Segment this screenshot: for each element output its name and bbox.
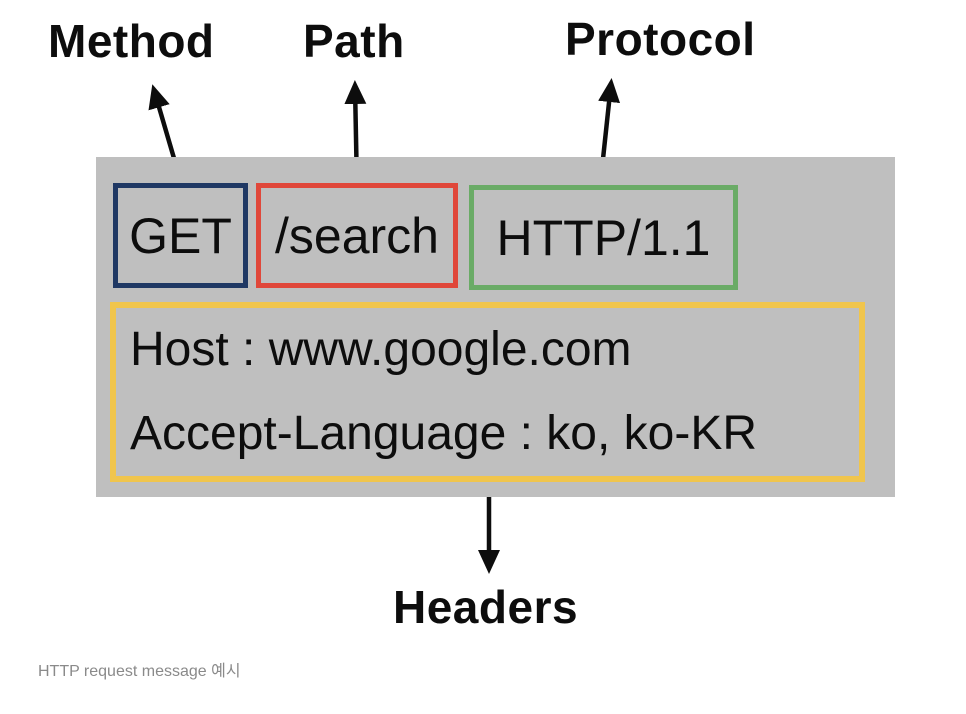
headers-box: Host : www.google.com Accept-Language : … [110,302,865,482]
caption: HTTP request message 예시 [38,663,241,680]
label-method: Method [48,15,215,67]
protocol-box: HTTP/1.1 [469,185,738,290]
method-box: GET [113,183,248,288]
method-value: GET [129,207,232,264]
label-headers: Headers [393,581,579,633]
path-box: /search [256,183,458,288]
path-value: /search [275,207,439,264]
label-protocol: Protocol [565,13,756,65]
label-path: Path [303,15,405,67]
request-message-panel: GET /search HTTP/1.1 Host : www.google.c… [96,157,895,497]
header-line-accept-language: Accept-Language : ko, ko-KR [130,406,758,460]
header-line-host: Host : www.google.com [130,322,632,376]
protocol-value: HTTP/1.1 [496,209,711,266]
